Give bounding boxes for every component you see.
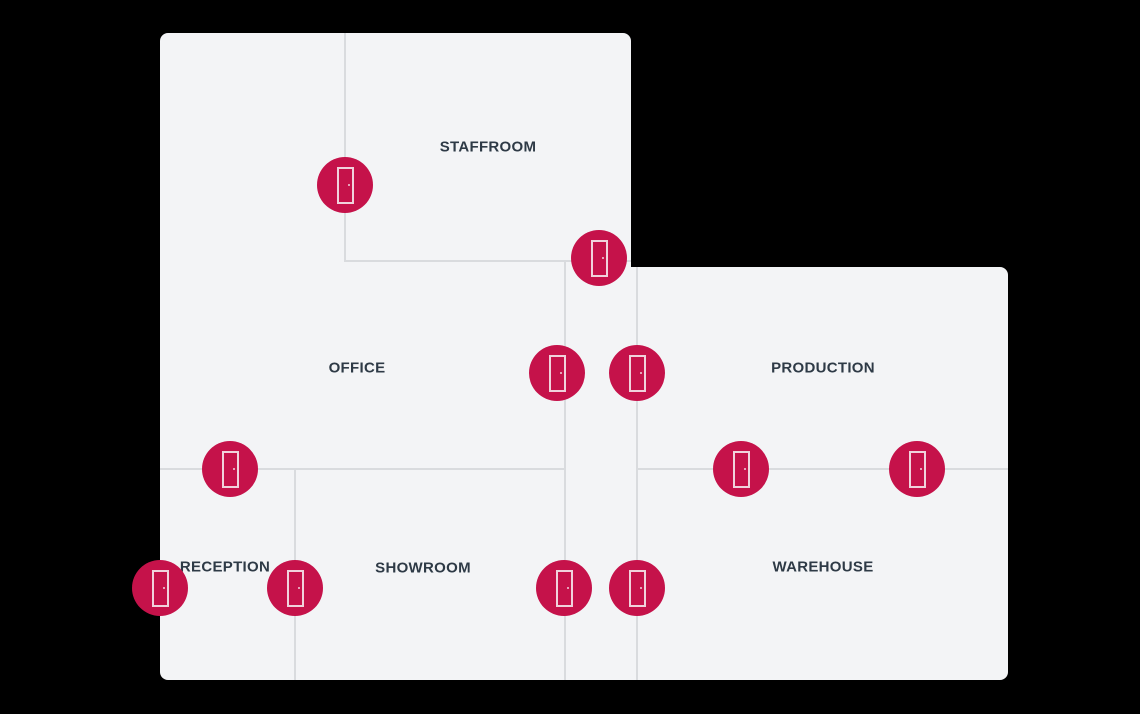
door-icon <box>590 239 608 277</box>
door-handle-dot <box>639 372 642 374</box>
door-handle-dot <box>601 257 604 259</box>
door-handle-dot <box>919 468 922 470</box>
office-corridor-door[interactable] <box>529 345 585 401</box>
reception-showroom-door[interactable] <box>267 560 323 616</box>
staffroom-west-door[interactable] <box>317 157 373 213</box>
door-icon <box>336 166 354 204</box>
office-reception-door[interactable] <box>202 441 258 497</box>
reception-entrance-door[interactable] <box>132 560 188 616</box>
room-label-warehouse: WAREHOUSE <box>772 558 874 576</box>
door-icon <box>221 450 239 488</box>
door-handle-dot <box>162 587 165 589</box>
warehouse-corridor-door[interactable] <box>609 560 665 616</box>
wall-production-south <box>636 468 1008 470</box>
staffroom-south-door[interactable] <box>571 230 627 286</box>
door-handle-dot <box>743 468 746 470</box>
door-icon <box>151 569 169 607</box>
production-corridor-door[interactable] <box>609 345 665 401</box>
door-handle-dot <box>566 587 569 589</box>
room-label-office: OFFICE <box>328 359 386 377</box>
door-icon <box>908 450 926 488</box>
door-icon <box>628 569 646 607</box>
door-handle-dot <box>639 587 642 589</box>
wall-staffroom-south <box>344 260 631 262</box>
room-label-showroom: SHOWROOM <box>375 559 471 577</box>
door-handle-dot <box>559 372 562 374</box>
door-handle-dot <box>297 587 300 589</box>
door-icon <box>555 569 573 607</box>
room-label-production: PRODUCTION <box>771 359 875 377</box>
door-icon <box>286 569 304 607</box>
floor-east-wing <box>631 267 1008 680</box>
room-label-reception: RECEPTION <box>179 558 271 576</box>
production-warehouse-door-east[interactable] <box>889 441 945 497</box>
wall-staffroom-west <box>344 33 346 262</box>
door-icon <box>732 450 750 488</box>
door-icon <box>548 354 566 392</box>
room-label-staffroom: STAFFROOM <box>439 138 537 156</box>
showroom-corridor-door[interactable] <box>536 560 592 616</box>
door-icon <box>628 354 646 392</box>
door-handle-dot <box>347 184 350 186</box>
wall-office-south <box>160 468 566 470</box>
wall-corridor-east <box>636 267 638 680</box>
wall-corridor-west <box>564 260 566 680</box>
production-warehouse-door-west[interactable] <box>713 441 769 497</box>
door-handle-dot <box>232 468 235 470</box>
